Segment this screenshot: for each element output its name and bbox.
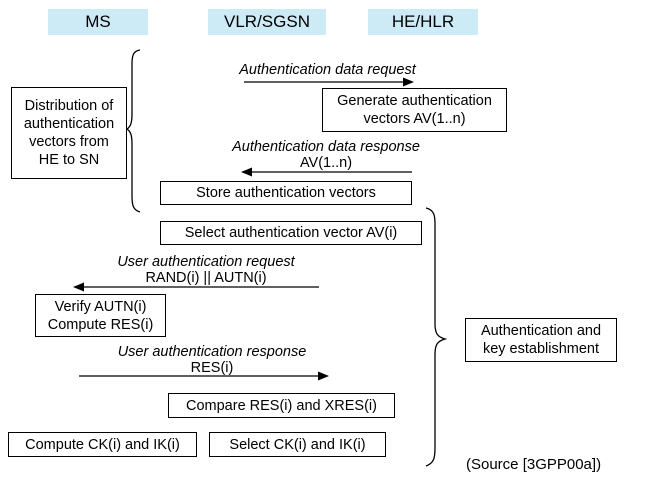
- phase-line: HE to SN: [38, 152, 100, 168]
- phase-line: vectors from: [29, 134, 109, 150]
- step-line: Compare RES(i) and XRES(i): [186, 397, 377, 414]
- step-box-select-av: Select authentication vector AV(i): [160, 221, 422, 245]
- step-line: vectors AV(1..n): [363, 111, 466, 127]
- step-line: Select authentication vector AV(i): [184, 225, 398, 241]
- column-header-ms: MS: [48, 9, 148, 35]
- step-line: Select CK(i) and IK(i): [229, 436, 366, 453]
- phase-box-auth-key-establishment: Authentication and key establishment: [465, 318, 617, 362]
- column-header-vlr-sgsn: VLR/SGSN: [208, 9, 326, 35]
- source-note: (Source [3GPP00a]): [466, 456, 602, 473]
- message-label-user-auth-request: User authentication request: [117, 254, 295, 270]
- message-label-auth-data-response: Authentication data response: [232, 139, 420, 155]
- column-header-he-hlr: HE/HLR: [368, 9, 478, 35]
- phase-line: Distribution of: [24, 98, 114, 114]
- step-box-generate-av: Generate authentication vectors AV(1..n): [322, 88, 507, 132]
- step-line: Generate authentication: [337, 93, 492, 109]
- step-box-verify-autn: Verify AUTN(i) Compute RES(i): [35, 294, 166, 337]
- message-arrow-auth-data-request: [244, 77, 414, 87]
- message-arrow-user-auth-response: [79, 371, 329, 381]
- step-line: Verify AUTN(i): [54, 298, 147, 315]
- left-phase-brace: [125, 49, 141, 213]
- step-box-compute-ck-ik: Compute CK(i) and IK(i): [8, 432, 197, 457]
- message-label-auth-data-request: Authentication data request: [239, 62, 416, 78]
- step-line: Store authentication vectors: [196, 185, 376, 201]
- phase-line: key establishment: [482, 341, 600, 357]
- step-box-compare-res: Compare RES(i) and XRES(i): [168, 393, 395, 418]
- phase-line: authentication: [23, 116, 115, 132]
- message-sublabel-user-auth-request: RAND(i) || AUTN(i): [145, 270, 267, 286]
- message-sublabel-user-auth-response: RES(i): [190, 360, 234, 376]
- phase-box-distribution: Distribution of authentication vectors f…: [11, 87, 127, 179]
- step-box-select-ck-ik: Select CK(i) and IK(i): [209, 432, 386, 457]
- step-line: Compute CK(i) and IK(i): [25, 436, 180, 453]
- phase-line: Authentication and: [480, 323, 602, 339]
- step-box-store-av: Store authentication vectors: [160, 181, 412, 205]
- right-phase-brace: [425, 207, 448, 467]
- message-arrow-user-auth-request: [73, 282, 319, 292]
- message-arrow-auth-data-response: [241, 167, 412, 177]
- step-line: Compute RES(i): [47, 316, 154, 333]
- message-sublabel-auth-data-response: AV(1..n): [299, 155, 353, 171]
- message-label-user-auth-response: User authentication response: [117, 344, 307, 360]
